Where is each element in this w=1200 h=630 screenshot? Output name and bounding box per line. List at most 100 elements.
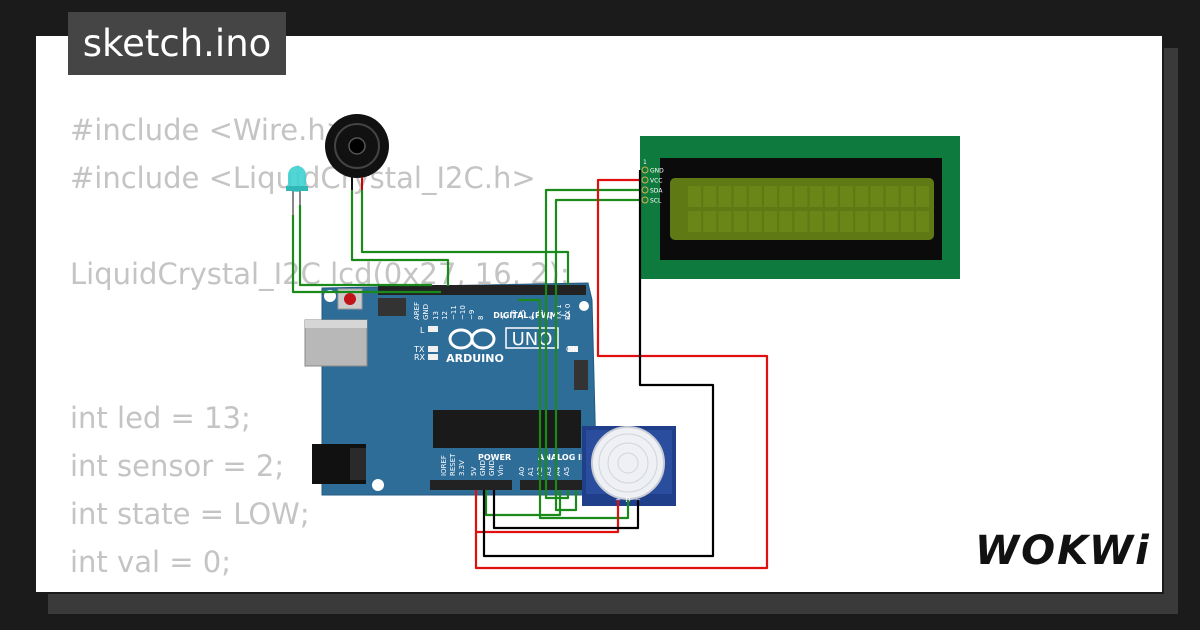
bottom-pin-label: A4 [554, 466, 562, 476]
wire-buzzer-2 [360, 190, 570, 285]
bottom-pin-label: RESET [449, 453, 457, 476]
l-label: L [420, 326, 425, 335]
top-pin-label: ~5 [519, 310, 527, 320]
wire-led-gnd [298, 205, 432, 287]
wire-gnd-lcd [482, 170, 715, 558]
lcd-cell [703, 211, 717, 232]
code-line: int sensor = 2; [70, 449, 285, 483]
wire-scl [554, 198, 640, 512]
buzzer[interactable] [325, 114, 389, 190]
header-digital-high [378, 285, 498, 295]
lcd-cell [900, 186, 914, 207]
top-pin-label: AREF [413, 302, 421, 320]
code-line: int state = LOW; [70, 497, 310, 531]
bottom-pin-label: GND [488, 460, 496, 476]
lcd-cell [688, 186, 701, 207]
pir-dome [591, 426, 665, 500]
rx-label: RX [414, 353, 426, 362]
bottom-pin-label: A1 [527, 467, 535, 476]
header-power [430, 480, 512, 490]
lcd-pin[interactable] [641, 196, 649, 204]
top-pin-label: 13 [432, 311, 440, 320]
wire-buzzer [350, 190, 450, 286]
top-pin-label: 7 [501, 316, 509, 320]
lcd-cell [733, 186, 747, 207]
lcd-cell [748, 186, 762, 207]
board-model: UNO [512, 329, 553, 350]
top-pin-label: ~11 [450, 305, 458, 320]
lcd-cell [870, 211, 884, 232]
lcd-pin-label: VCC [650, 178, 662, 185]
top-pin-label: TX 1 [555, 304, 563, 321]
lcd-cell [900, 211, 914, 232]
lcd-pin[interactable] [641, 176, 649, 184]
lcd-cell [733, 211, 747, 232]
led[interactable] [286, 166, 308, 215]
on-label: ON [566, 345, 578, 354]
lcd-pin-number: 1 [643, 159, 647, 166]
lcd-cell [748, 211, 762, 232]
header-analog [520, 480, 584, 490]
arduino-uno-board[interactable]: UNO ARDUINO DIGITAL (PWM ~) ON L TX RX P… [304, 282, 598, 496]
arduino-logo-icon [448, 328, 496, 350]
wire-gnd-green [484, 490, 562, 517]
bottom-pin-label: Vin [497, 465, 505, 476]
bottom-pin-label: A5 [563, 467, 571, 476]
lcd-pin[interactable] [641, 186, 649, 194]
lcd-cell [718, 186, 732, 207]
wire-led-13 [291, 215, 441, 294]
lcd-cell [794, 186, 808, 207]
lcd-pin-label: SCL [650, 198, 662, 205]
lcd-cell [809, 186, 823, 207]
wire-gnd-pir [492, 490, 640, 530]
analog-label: ANALOG IN [538, 453, 588, 462]
lcd-display[interactable]: 1 GND VCC SDA SCL [640, 136, 960, 279]
wire-vcc-pir [476, 500, 620, 534]
top-pin-label: ~6 [510, 309, 518, 320]
bottom-pin-label: 5V [470, 467, 478, 476]
lcd-cell [794, 211, 808, 232]
wire-vcc-lcd [474, 178, 769, 570]
wokwi-logo: WOKWi [975, 528, 1151, 574]
top-pin-label: ~10 [459, 305, 467, 320]
wire-sda [544, 188, 640, 500]
mount-hole [372, 479, 384, 491]
top-pin-label: 12 [441, 311, 449, 320]
top-pin-label: 8 [477, 316, 485, 320]
lcd-pin[interactable] [641, 166, 649, 174]
code-line: int led = 13; [70, 401, 251, 435]
pir-sensor[interactable]: +D− [582, 426, 676, 506]
file-name-tab[interactable]: sketch.ino [68, 12, 286, 75]
lcd-cell [870, 186, 884, 207]
atmega-chip [433, 410, 581, 448]
lcd-cell [840, 186, 853, 207]
bottom-pin-label: GND [479, 460, 487, 476]
lcd-cell [885, 186, 899, 207]
lcd-cell [779, 186, 793, 207]
lcd-pin-label: SDA [650, 188, 663, 195]
header-digital-low [498, 285, 586, 295]
lcd-cell [916, 211, 929, 232]
lcd-cell [764, 211, 777, 232]
lcd-pin-label: GND [650, 168, 664, 175]
lcd-pins: GND VCC SDA SCL [641, 166, 664, 205]
icsp-header [378, 298, 406, 316]
lcd-cell [809, 211, 823, 232]
bottom-pin-label: A3 [545, 467, 553, 476]
lcd-cell [885, 211, 899, 232]
top-pin-label: 2 [546, 316, 554, 320]
tx-label: TX [413, 345, 425, 354]
mount-hole [579, 301, 589, 311]
lcd-cell [703, 186, 717, 207]
lcd-cell [718, 211, 732, 232]
top-pin-label: ~9 [468, 310, 476, 320]
digital-label: DIGITAL (PWM ~) [493, 311, 571, 320]
bottom-pin-label: A0 [518, 467, 526, 476]
wire-pir-out [518, 298, 630, 520]
power-label: POWER [478, 453, 511, 462]
lcd-cell [824, 186, 838, 207]
lcd-cell [855, 186, 869, 207]
lcd-cell [764, 186, 777, 207]
